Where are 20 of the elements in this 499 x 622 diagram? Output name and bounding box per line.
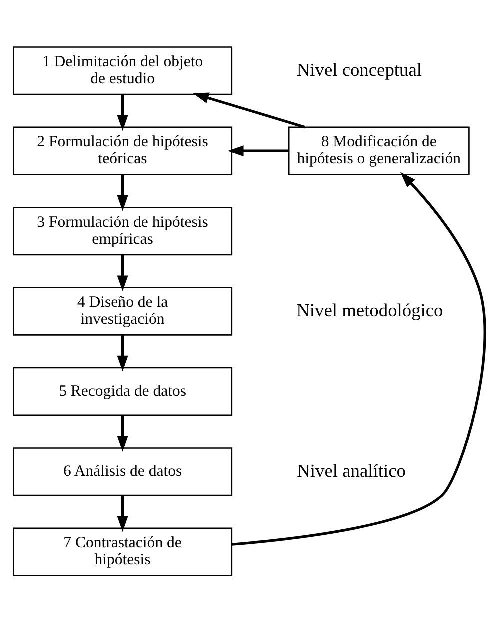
arrow xyxy=(228,145,289,156)
arrow xyxy=(117,174,128,211)
arrow xyxy=(117,495,128,532)
arrow xyxy=(232,172,486,546)
arrow xyxy=(117,94,128,131)
node-box: 7 Contrastación de hipótesis xyxy=(13,527,233,576)
node-box: 5 Recogida de datos xyxy=(13,366,233,416)
arrow xyxy=(117,334,128,372)
label: Nivel conceptual xyxy=(296,59,422,80)
node-box: 6 Análisis de datos xyxy=(13,447,233,496)
label: Nivel analítico xyxy=(297,460,406,480)
arrow xyxy=(117,254,128,292)
label: Nivel metodológico xyxy=(296,300,444,320)
arrow xyxy=(117,414,128,452)
node-box: 2 Formulación de hipótesis teóricas xyxy=(13,126,233,175)
node-box: 3 Formulación de hipótesis empíricas xyxy=(13,206,233,256)
arrow xyxy=(193,92,306,128)
node-box: 1 Delimitación del objeto de estudio xyxy=(13,46,233,95)
node-box: 8 Modificación de hipótesis o generalización xyxy=(288,126,470,175)
node-box: 4 Diseño de la investigación xyxy=(13,286,233,336)
